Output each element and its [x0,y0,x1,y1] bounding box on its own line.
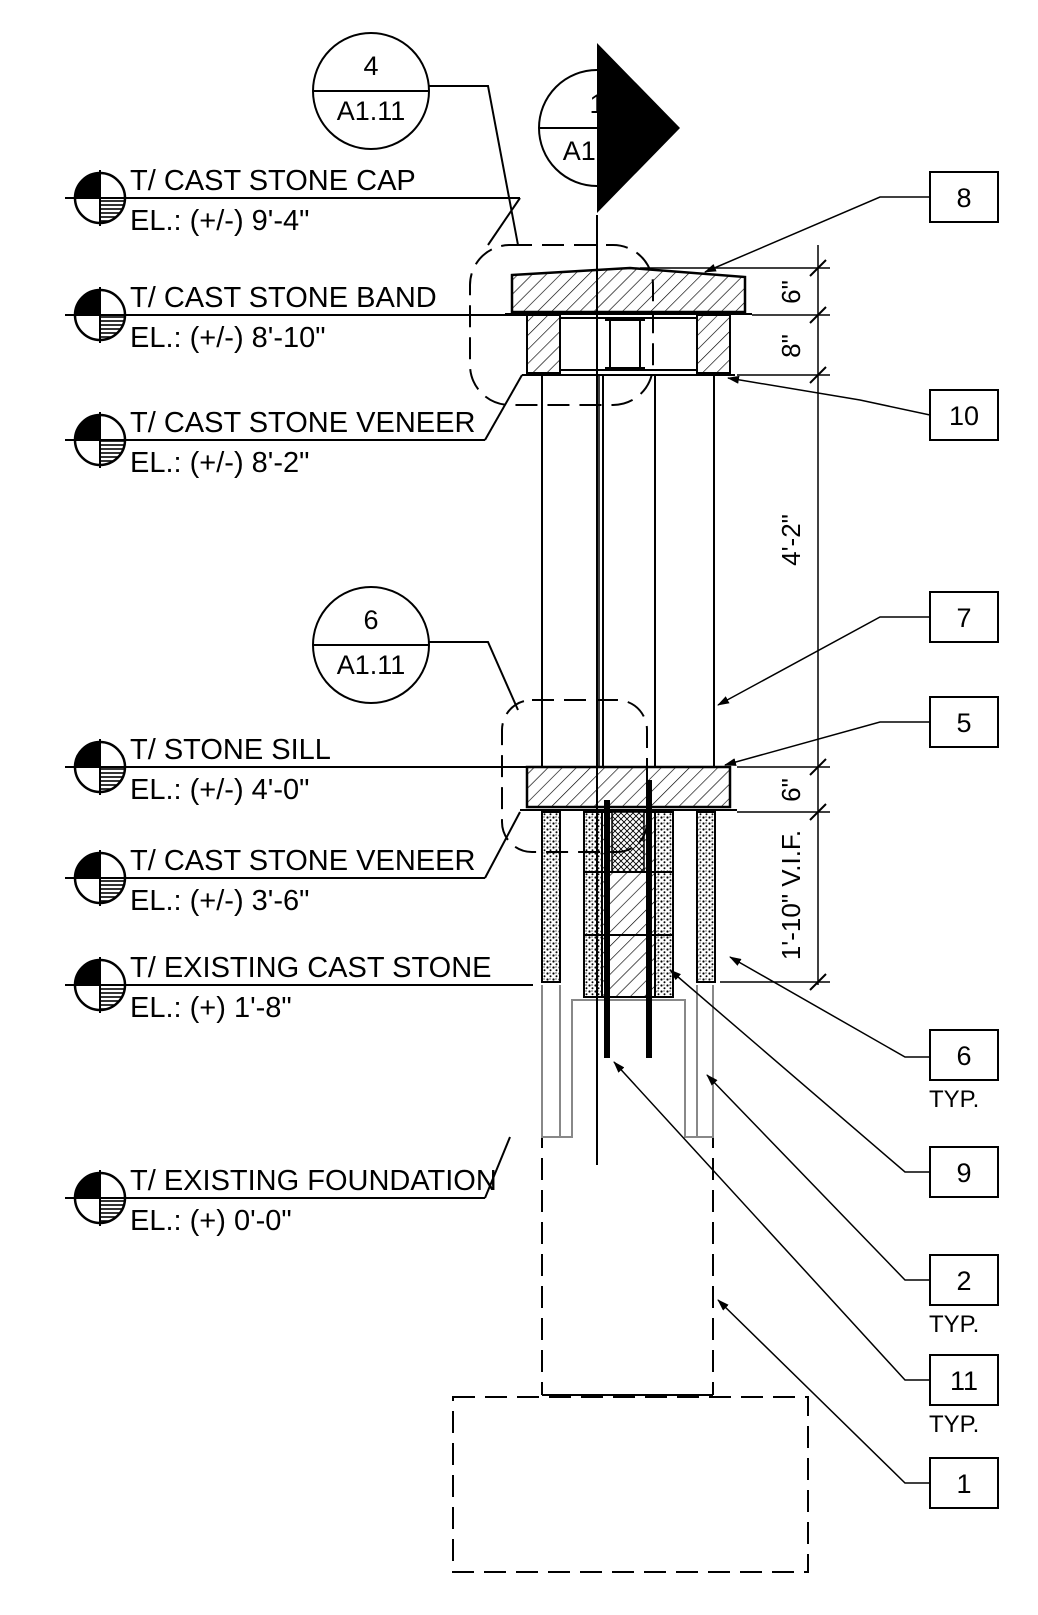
level-elevation: EL.: (+/-) 8'-10" [130,322,326,354]
keynote-tag-10[interactable]: 10 [727,375,999,441]
keynote-tag-1[interactable]: 1 [717,1299,999,1509]
level-elevation: EL.: (+/-) 9'-4" [130,205,309,237]
level-title: T/ CAST STONE VENEER [130,845,475,877]
level-elevation: EL.: (+) 1'-8" [130,992,292,1024]
level-elevation: EL.: (+/-) 8'-2" [130,447,309,479]
detail-4-outline [469,244,654,406]
existing-cast-stone [541,985,714,1138]
cast-stone-cap [505,266,752,315]
level-marker: T/ CAST STONE VENEER EL.: (+/-) 3'-6" [65,811,521,917]
level-elevation: EL.: (+/-) 3'-6" [130,885,309,917]
level-marker: T/ EXISTING CAST STONE EL.: (+) 1'-8" [65,952,533,1024]
anchor-rods [604,780,652,1058]
keynote-number: 9 [956,1158,971,1188]
column-shaft [541,374,715,768]
level-title: T/ EXISTING FOUNDATION [130,1165,497,1197]
level-marker: T/ CAST STONE VENEER EL.: (+/-) 8'-2" [65,374,523,479]
keynote-tag-7[interactable]: 7 [717,591,999,706]
section-marker-number: 1 [589,89,604,119]
keynote-tag-8[interactable]: 8 [704,171,999,273]
existing-foundation [452,1030,809,1573]
keynote-number: 6 [956,1041,971,1071]
level-title: T/ STONE SILL [130,734,331,766]
keynote-note: TYP. [929,1311,979,1338]
level-elevation: EL.: (+) 0'-0" [130,1205,292,1237]
dimension-string: 6" 8" 4'-2" 6" 1'-10" V.I.F. [640,245,830,991]
detail-bubble-number: 4 [363,51,378,81]
level-marker: T/ CAST STONE BAND EL.: (+/-) 8'-10" [65,282,527,354]
level-title: T/ EXISTING CAST STONE [130,952,492,984]
level-symbol-icon [75,290,100,315]
level-symbol-icon [75,173,100,198]
detail-bubble-4[interactable]: 4 A1.11 [312,32,519,246]
level-title: T/ CAST STONE CAP [130,165,416,197]
keynote-note: TYP. [929,1086,979,1113]
dimension-band: 8" [776,334,806,358]
keynote-number: 2 [956,1266,971,1296]
detail-bubble-sheet: A1.11 [337,650,406,680]
level-marker: T/ EXISTING FOUNDATION EL.: (+) 0'-0" [65,1136,511,1237]
dimension-cap: 6" [776,280,806,304]
level-marker: T/ CAST STONE CAP EL.: (+/-) 9'-4" [65,165,521,246]
keynote-tag-5[interactable]: 5 [724,696,999,766]
cast-stone-band [522,314,735,376]
cast-stone-veneer [541,811,716,998]
level-symbol-icon [75,853,100,878]
level-title: T/ CAST STONE BAND [130,282,437,314]
keynote-note: TYP. [929,1411,979,1438]
detail-bubble-number: 6 [363,605,378,635]
keynote-tag-9[interactable]: 9 [669,969,999,1198]
keynote-number: 8 [956,183,971,213]
level-elevation: EL.: (+/-) 4'-0" [130,774,309,806]
keynote-number: 1 [956,1469,971,1499]
dimension-veneer: 1'-10" V.I.F. [776,830,806,960]
level-symbol-icon [75,415,100,440]
keynote-number: 7 [956,603,971,633]
level-marker: T/ STONE SILL EL.: (+/-) 4'-0" [65,734,527,806]
dimension-sill: 6" [776,778,806,802]
dimension-shaft: 4'-2" [776,514,806,566]
detail-bubble-sheet: A1.11 [337,96,406,126]
keynote-number: 5 [956,708,971,738]
keynote-number: 10 [949,401,979,431]
detail-6-outline [501,699,648,853]
level-symbol-icon [75,960,100,985]
section-marker-sheet: A1.11 [563,136,632,166]
level-title: T/ CAST STONE VENEER [130,407,475,439]
stone-sill [520,765,737,811]
section-marker[interactable]: 1 A1.11 [538,43,680,213]
detail-bubble-6[interactable]: 6 A1.11 [312,586,519,711]
level-symbol-icon [75,1173,100,1198]
keynote-number: 11 [950,1366,978,1396]
level-symbol-icon [75,742,100,767]
